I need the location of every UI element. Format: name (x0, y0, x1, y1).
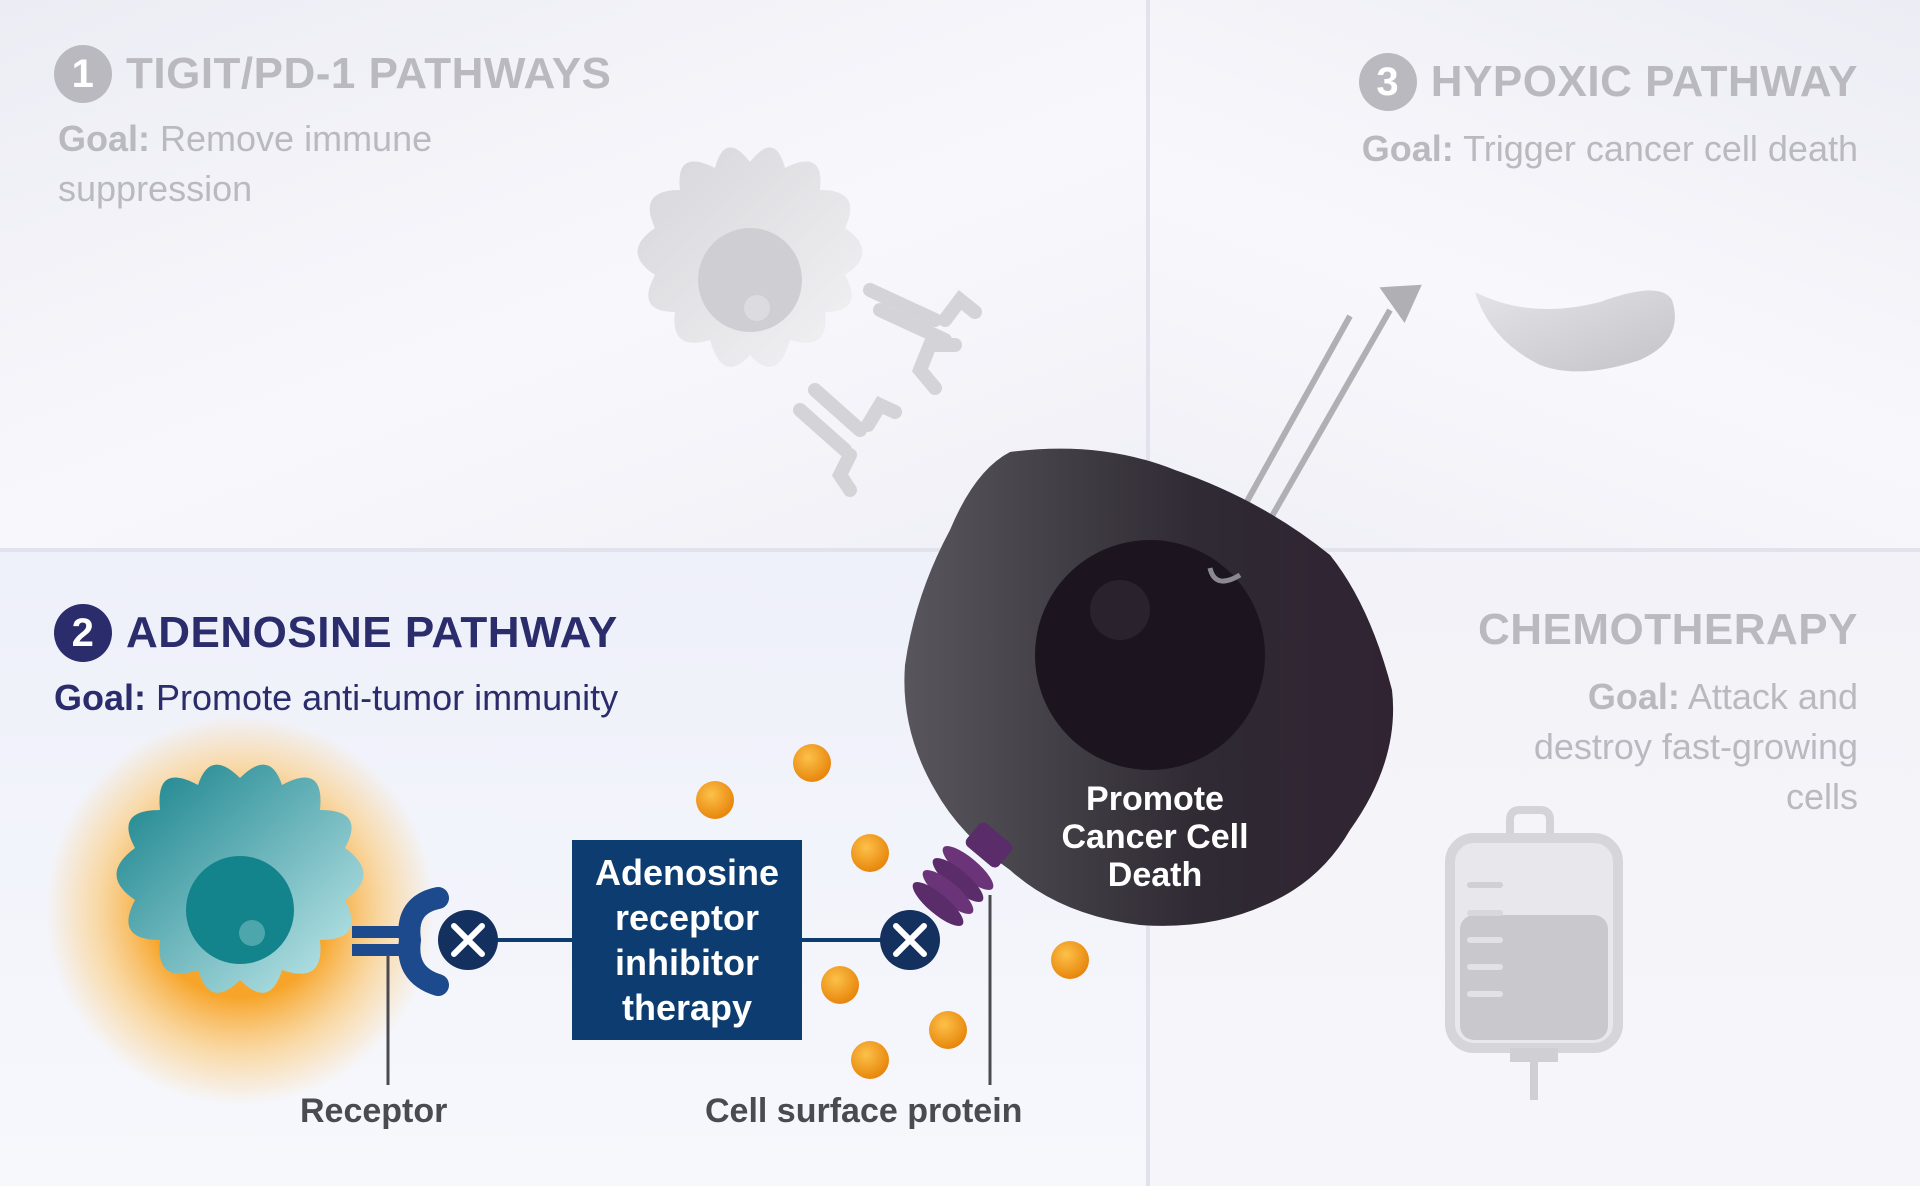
gray-t-cell-icon (637, 147, 863, 367)
goal-label: Goal: (58, 118, 151, 159)
receptor-label: Receptor (300, 1092, 448, 1130)
teal-t-cell-icon (116, 764, 364, 993)
quadrant-tigit (0, 0, 1146, 548)
receptor-icon (352, 887, 449, 996)
cell-surface-protein-icon (912, 822, 1013, 926)
tigit-heading: 1 TIGIT/PD-1 PATHWAYS (54, 45, 611, 103)
iv-bag-icon (1445, 806, 1623, 1100)
hypoxic-heading: 3 HYPOXIC PATHWAY (1358, 53, 1858, 111)
goal-text: Attack and destroy fast-growing cells (1533, 676, 1858, 817)
step-badge: 3 (1358, 53, 1417, 111)
adenosine-heading: 2 ADENOSINE PATHWAY (54, 604, 618, 662)
quadrant-hypoxic (1150, 0, 1920, 548)
chemotherapy-title: CHEMOTHERAPY (1477, 605, 1858, 654)
goal-label: Goal: (54, 677, 147, 718)
x-circle-icon (880, 910, 940, 970)
tigit-title: TIGIT/PD-1 PATHWAYS (126, 49, 612, 98)
x-circle-icon (438, 910, 498, 970)
step-badge: 1 (54, 45, 112, 103)
chemotherapy-heading: CHEMOTHERAPY (1478, 605, 1858, 655)
goal-label: Goal: (1361, 128, 1454, 169)
tigit-goal: Goal: Remove immune suppression (58, 114, 478, 214)
antibody-icon (793, 283, 982, 497)
goal-label: Goal: (1587, 676, 1680, 717)
hypoxic-title: HYPOXIC PATHWAY (1430, 57, 1858, 106)
arrow-tail (1207, 567, 1242, 584)
goal-text: Remove immune suppression (58, 118, 433, 209)
goal-text: Promote anti-tumor immunity (156, 677, 619, 718)
adenosine-goal: Goal: Promote anti-tumor immunity (54, 673, 618, 723)
hypoxic-goal: Goal: Trigger cancer cell death (1362, 124, 1858, 174)
therapy-box: Adenosine receptor inhibitor therapy (572, 840, 802, 1040)
therapy-label: Adenosine receptor inhibitor therapy (594, 852, 780, 1028)
goal-text: Trigger cancer cell death (1463, 128, 1858, 169)
cancer-cell-label: Promote Cancer Cell Death (1061, 780, 1249, 894)
cancer-cell-icon (904, 448, 1394, 926)
adenosine-molecules (696, 744, 1089, 1079)
adenosine-title: ADENOSINE PATHWAY (126, 608, 618, 657)
chemotherapy-goal: Goal: Attack and destroy fast-growing ce… (1528, 672, 1858, 822)
cell-surface-protein-label: Cell surface protein (705, 1092, 1023, 1130)
red-blood-cell-icon (1475, 290, 1675, 372)
step-badge: 2 (54, 604, 112, 662)
